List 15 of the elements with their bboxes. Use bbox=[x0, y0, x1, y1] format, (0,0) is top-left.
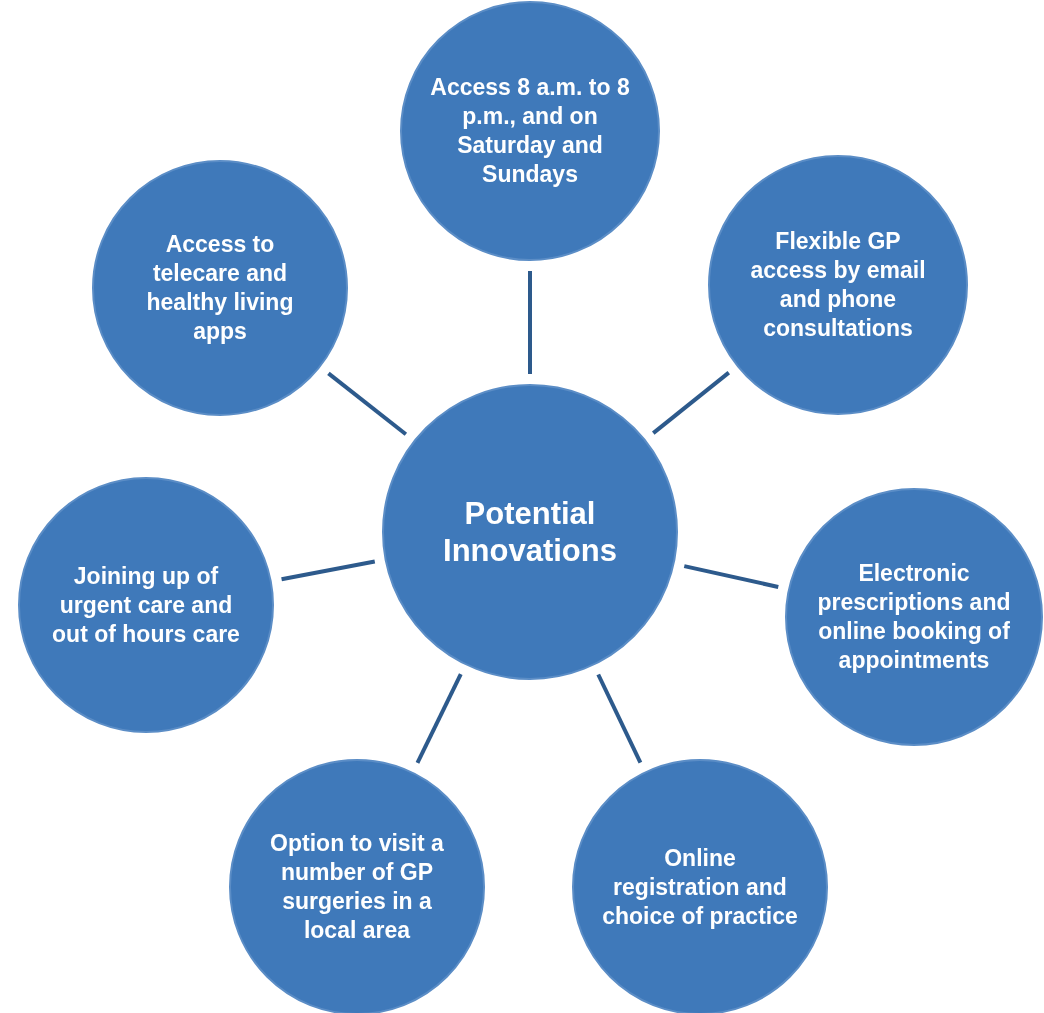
connector-line bbox=[528, 271, 532, 374]
connector-line bbox=[596, 673, 643, 764]
topic-label: Option to visit a number of GP surgeries in a local area bbox=[269, 829, 445, 945]
topic-label: Online registration and choice of practice bbox=[601, 843, 799, 931]
connector-line bbox=[683, 564, 779, 589]
topic-label: Flexible GP access by email and phone consultations bbox=[749, 227, 927, 343]
topic-label: Access to telecare and healthy living apps bbox=[145, 230, 295, 346]
connector-line bbox=[327, 371, 408, 436]
topic-label: Joining up of urgent care and out of hours care bbox=[51, 561, 241, 649]
connector-line bbox=[415, 673, 463, 764]
connector-line bbox=[281, 559, 376, 582]
topic-label: Electronic prescriptions and online booking of appointments bbox=[816, 559, 1012, 675]
topic-label: Access 8 a.m. to 8 p.m., and on Saturday and Sundays bbox=[429, 73, 631, 189]
central-label: Potential Innovations bbox=[442, 495, 618, 569]
connector-line bbox=[652, 371, 731, 435]
